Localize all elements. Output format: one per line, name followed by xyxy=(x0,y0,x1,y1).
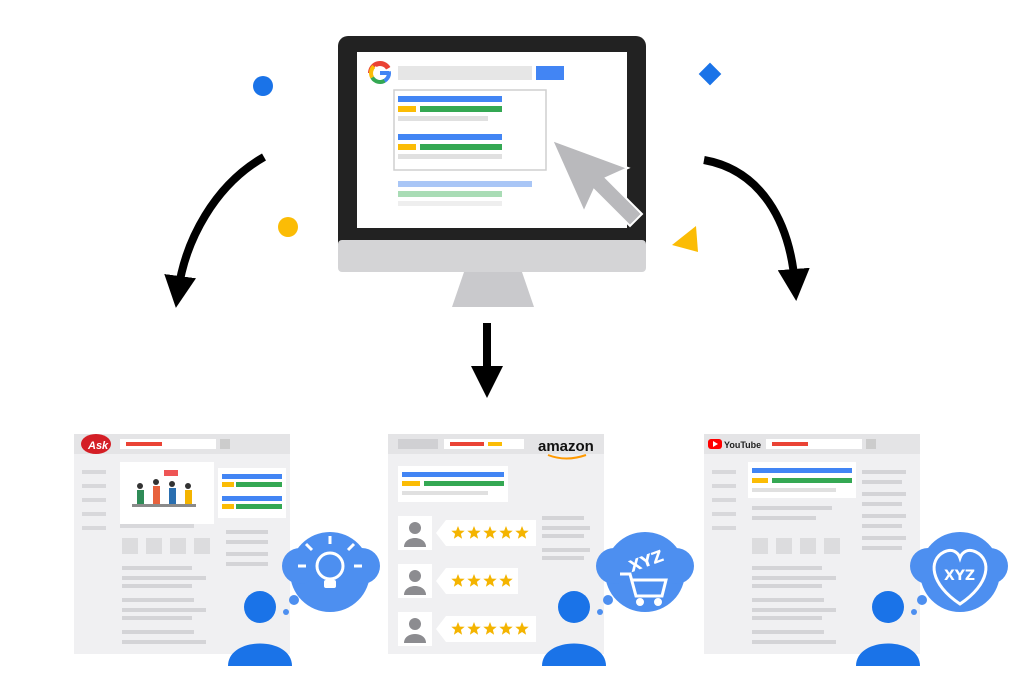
star-icon xyxy=(467,526,481,539)
search-bar[interactable] xyxy=(398,66,532,80)
user-icon xyxy=(409,618,421,630)
star-icon xyxy=(499,574,513,587)
ask-results-page: Ask xyxy=(74,434,290,654)
heart-bubble-text: XYZ xyxy=(944,568,975,584)
user-icon-body xyxy=(404,586,426,595)
user-icon xyxy=(228,591,292,666)
star-icon xyxy=(451,526,465,539)
arrow-to-left-page xyxy=(164,153,266,308)
ask-search-bar[interactable] xyxy=(120,439,216,449)
youtube-search-bar[interactable] xyxy=(766,439,862,449)
search-button[interactable] xyxy=(536,66,564,80)
decor-yellow-dot xyxy=(278,217,298,237)
decor-blue-diamond xyxy=(698,62,722,86)
review-row xyxy=(398,612,536,646)
review-list xyxy=(398,516,536,646)
user-icon xyxy=(542,591,606,666)
youtube-results-page: YouTube xyxy=(704,434,920,654)
monitor xyxy=(338,36,646,307)
amazon-smile xyxy=(547,454,587,460)
search-result-3[interactable] xyxy=(398,181,532,206)
youtube-logo: YouTube xyxy=(724,440,761,450)
ask-logo-badge xyxy=(81,434,111,454)
review-row xyxy=(398,564,518,598)
arrow-to-right-page xyxy=(703,156,810,301)
monitor-stand xyxy=(452,272,534,307)
star-icon xyxy=(483,526,497,539)
shopping-cart-icon xyxy=(620,572,668,606)
monitor-bezel-bottom xyxy=(338,240,646,272)
mouse-pointer-icon xyxy=(550,138,644,228)
user-icon xyxy=(409,570,421,582)
star-icon xyxy=(483,622,497,635)
amazon-logo: amazon xyxy=(538,438,594,455)
star-icon xyxy=(451,622,465,635)
star-icon xyxy=(451,574,465,587)
heart-icon xyxy=(932,548,988,606)
search-result-1[interactable] xyxy=(398,96,502,121)
thought-bubble-cart: XYZ xyxy=(596,532,694,615)
decor-blue-dot xyxy=(253,76,273,96)
user-icon-body xyxy=(404,538,426,547)
review-row xyxy=(398,516,536,550)
star-icon xyxy=(515,622,529,635)
star-icon xyxy=(499,526,513,539)
people-illustration xyxy=(132,470,196,507)
star-icon xyxy=(483,574,497,587)
user-icon xyxy=(409,522,421,534)
star-icon xyxy=(499,622,513,635)
decor-yellow-triangle xyxy=(672,226,698,252)
search-result-2[interactable] xyxy=(398,134,502,159)
thought-bubble-heart: XYZ xyxy=(910,532,1008,615)
star-icon xyxy=(467,574,481,587)
star-icon xyxy=(515,526,529,539)
ask-logo: Ask xyxy=(87,440,109,452)
thought-bubble-idea xyxy=(282,532,380,615)
star-icon xyxy=(467,622,481,635)
user-icon xyxy=(856,591,920,666)
user-icon-body xyxy=(404,634,426,643)
lightbulb-icon xyxy=(298,536,362,588)
